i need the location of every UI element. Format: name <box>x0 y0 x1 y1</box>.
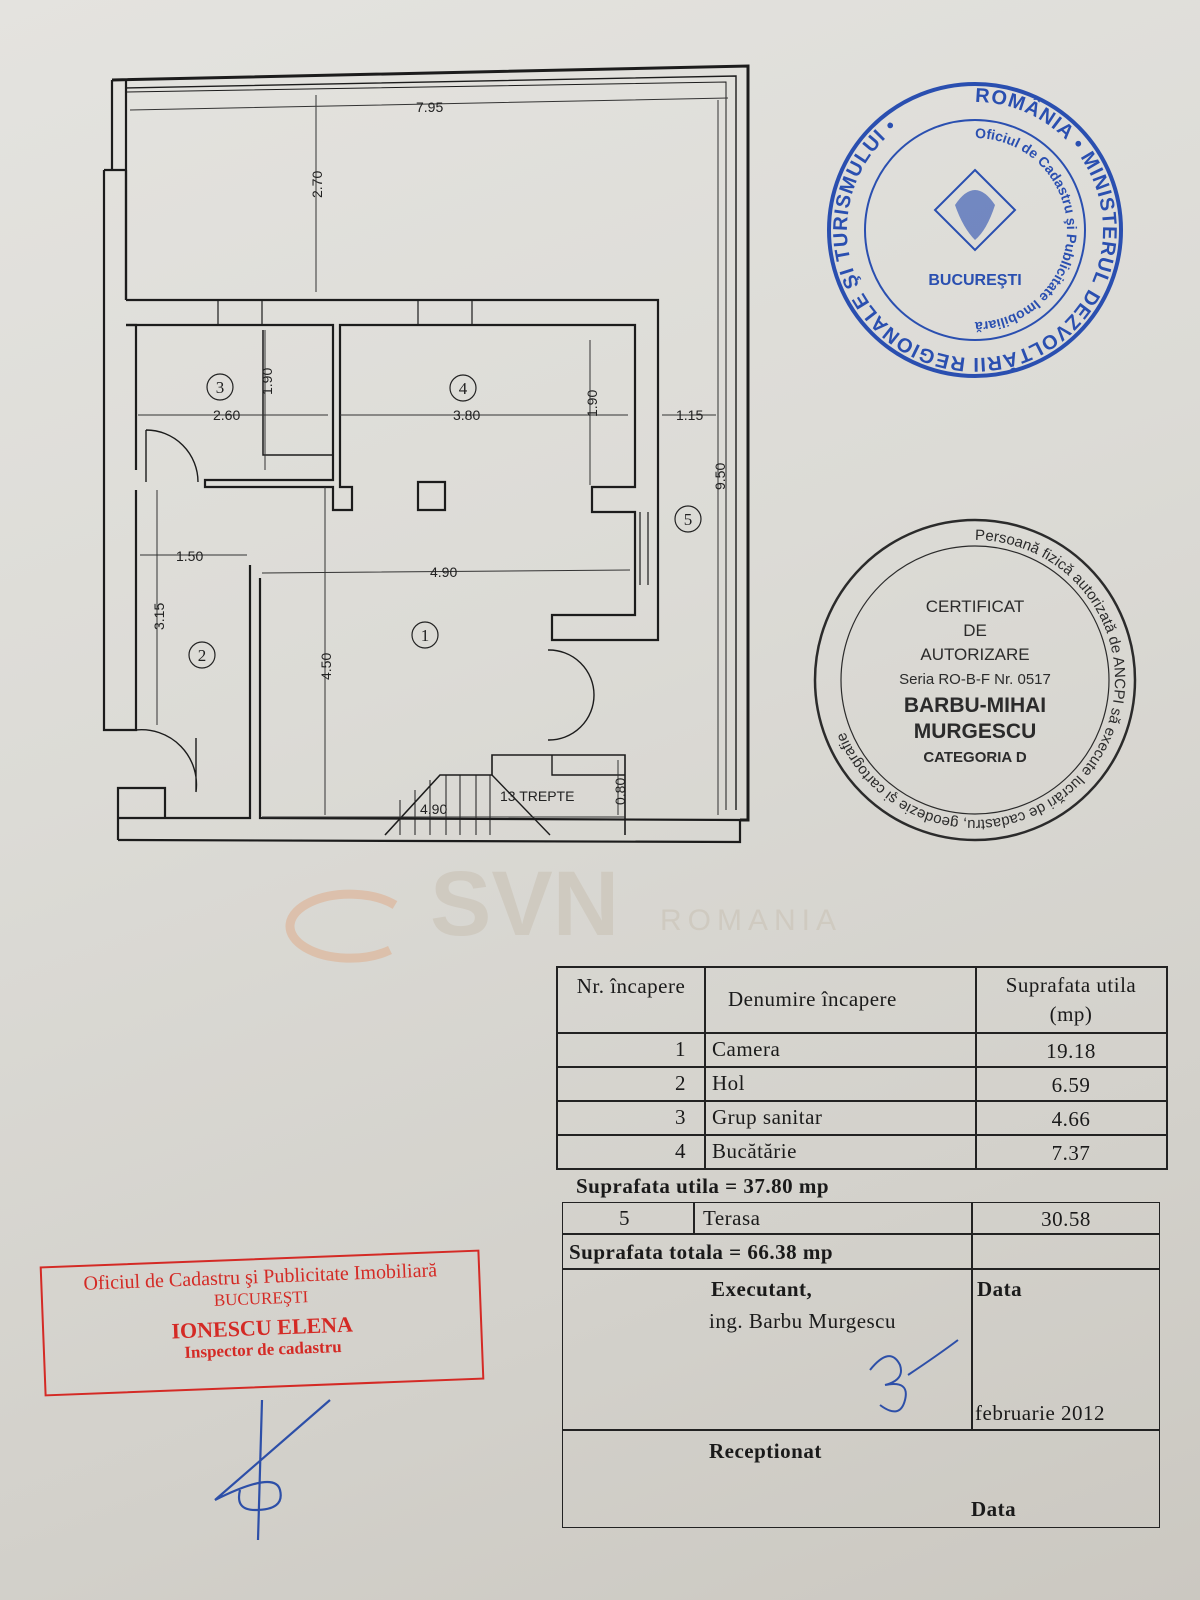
dim-height-total: 9.50 <box>712 463 728 490</box>
row-area: 19.18 <box>1046 1039 1096 1063</box>
dim-stairs-depth: 0.80 <box>612 778 628 805</box>
date-value: februarie 2012 <box>975 1401 1106 1425</box>
row-area: 4.66 <box>1051 1107 1091 1131</box>
row-area: 7.37 <box>1051 1141 1091 1165</box>
terrace-area: 30.58 <box>1041 1207 1091 1231</box>
stairs-label: 13 TREPTE <box>500 788 574 804</box>
dim-room1-width: 4.90 <box>430 564 457 580</box>
date-label: Data <box>977 1277 1023 1301</box>
room-5-number: 5 <box>684 510 693 529</box>
receptionat-label: Receptionat <box>709 1439 822 1463</box>
walls <box>102 64 750 844</box>
room-4-number: 4 <box>459 379 468 398</box>
row-name: Hol <box>712 1071 745 1095</box>
watermark-sub: ROMANIA <box>660 904 842 937</box>
row-nr: 4 <box>675 1139 686 1163</box>
room-markers <box>188 373 702 669</box>
room-1-number: 1 <box>421 626 430 645</box>
dim-room3-width: 2.60 <box>213 407 240 423</box>
row-nr: 2 <box>675 1071 686 1095</box>
dimension-labels: 7.95 2.70 1.90 1.90 2.60 3.80 1.15 9.50 … <box>151 99 728 817</box>
header-area-2: (mp) <box>1049 1002 1093 1026</box>
total-area: Suprafata totala = 66.38 mp <box>569 1240 834 1264</box>
subtotal-useful-area: Suprafata utila = 37.80 mp <box>576 1174 830 1198</box>
watermark: SVN ROMANIA <box>285 853 842 963</box>
dim-width-total: 7.95 <box>416 99 443 115</box>
room-3-number: 3 <box>216 378 225 397</box>
dim-terrace-depth: 2.70 <box>309 171 325 198</box>
red-inspector-stamp: Oficiul de Cadastru şi Publicitate Imobi… <box>39 1249 485 1397</box>
dim-bottom-width: 4.90 <box>420 801 447 817</box>
dim-terrace-side: 1.15 <box>676 407 703 423</box>
dim-room1-depth: 4.50 <box>318 653 334 680</box>
row-name: Bucătărie <box>712 1139 797 1163</box>
dimension-lines <box>129 95 729 818</box>
header-name: Denumire încapere <box>728 987 897 1011</box>
dim-room3-depth: 1.90 <box>259 368 275 395</box>
dim-room4-width: 3.80 <box>453 407 480 423</box>
terrace-name: Terasa <box>703 1206 761 1230</box>
watermark-main: SVN <box>430 853 619 955</box>
dim-hall-width: 1.50 <box>176 548 203 564</box>
row-name: Camera <box>712 1037 781 1061</box>
dim-room4-depth: 1.90 <box>584 390 600 417</box>
table-main: Nr. încapere Denumire încapere Suprafata… <box>556 966 1170 1170</box>
terrace-nr: 5 <box>619 1206 630 1230</box>
room-2-number: 2 <box>198 646 207 665</box>
header-nr: Nr. încapere <box>576 974 686 998</box>
row-name: Grup sanitar <box>712 1105 823 1129</box>
dim-hall-length: 3.15 <box>151 603 167 630</box>
executant-label: Executant, <box>711 1277 813 1301</box>
header-area-1: Suprafata utila <box>1005 973 1137 997</box>
row-nr: 3 <box>675 1105 686 1129</box>
table-lower: 5 Terasa 30.58 Suprafata totala = 66.38 … <box>562 1202 1160 1528</box>
row-area: 6.59 <box>1051 1073 1091 1097</box>
date-label-2: Data <box>971 1497 1017 1521</box>
executant-name: ing. Barbu Murgescu <box>709 1309 897 1333</box>
row-nr: 1 <box>675 1037 686 1061</box>
